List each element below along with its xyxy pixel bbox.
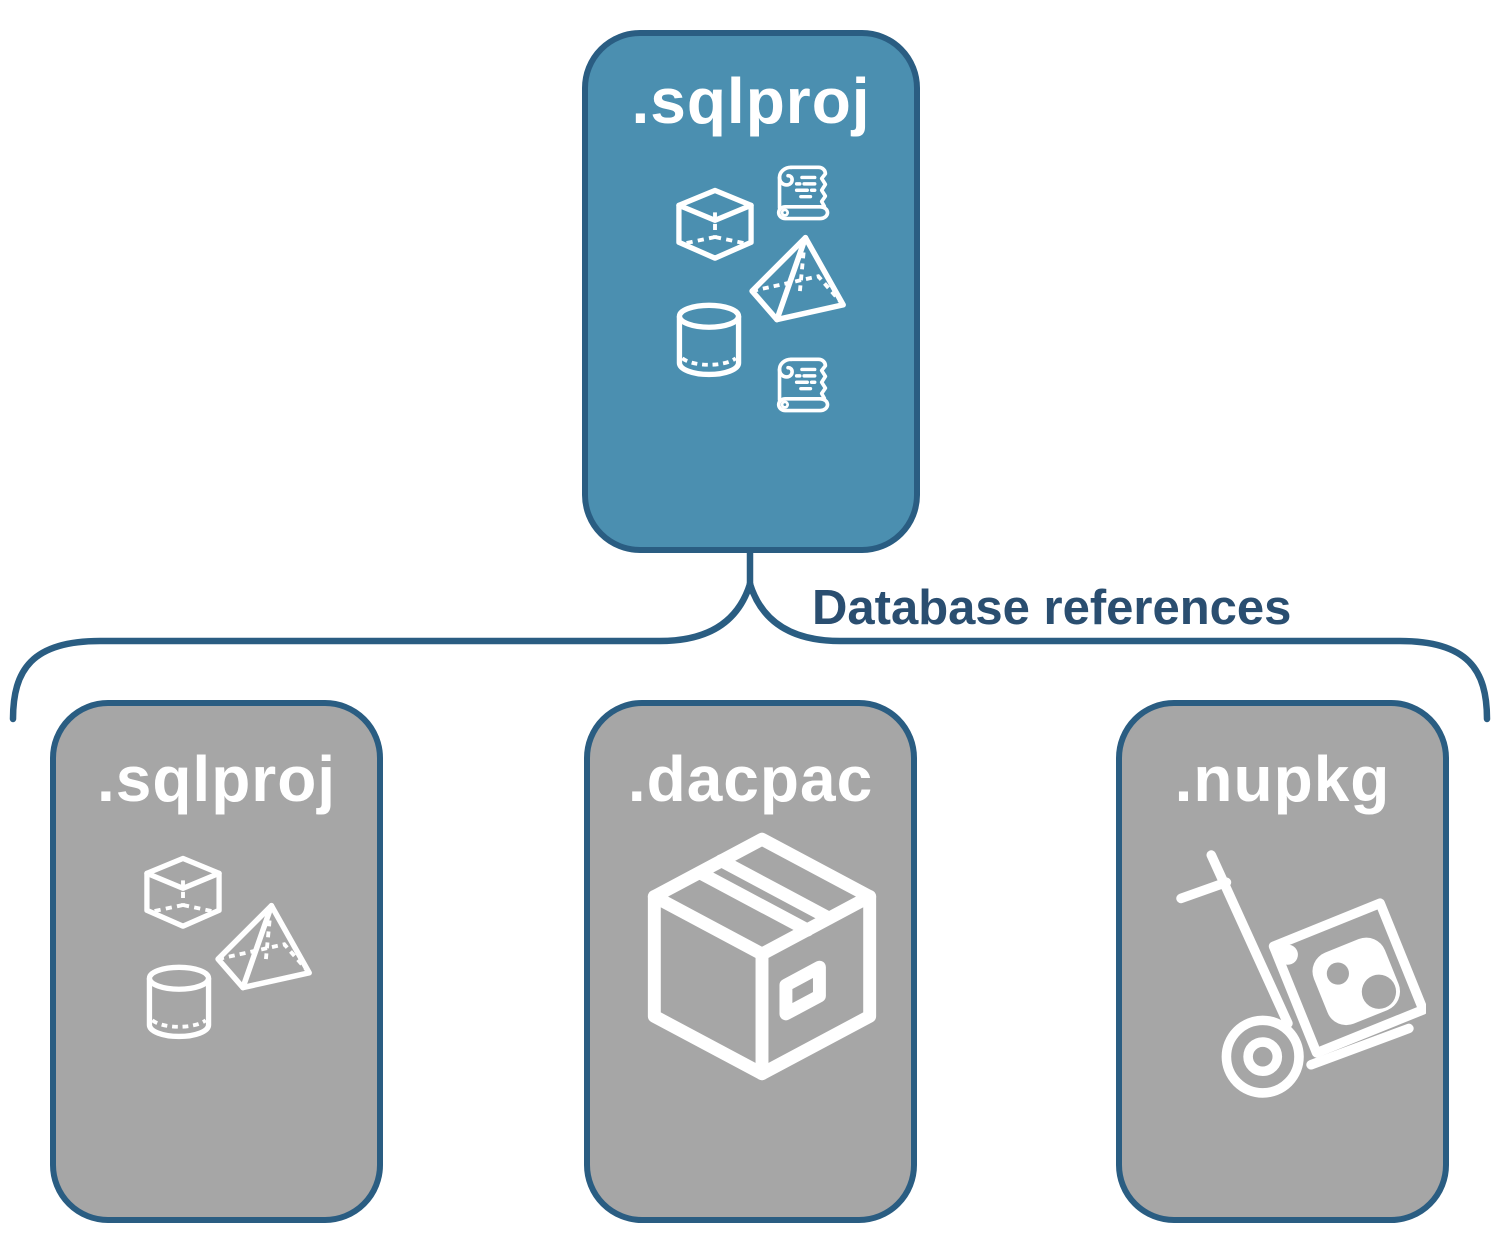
card-sqlproj-parent: .sqlproj	[582, 30, 920, 553]
package-box-icon	[642, 832, 882, 1100]
card-dacpac: .dacpac	[584, 700, 917, 1223]
cylinder-icon	[674, 302, 744, 384]
card-title-sqlproj-child: .sqlproj	[96, 743, 337, 815]
cube-icon	[670, 186, 760, 274]
card-title-nupkg: .nupkg	[1174, 743, 1391, 815]
card-sqlproj-child: .sqlproj	[50, 700, 383, 1223]
pyramid-icon	[748, 234, 850, 326]
pyramid-icon	[214, 902, 316, 994]
card-title-sqlproj-parent: .sqlproj	[631, 65, 871, 137]
cylinder-icon	[144, 964, 214, 1046]
scroll-icon	[770, 354, 836, 418]
hand-truck-icon	[1174, 848, 1426, 1100]
card-nupkg: .nupkg	[1116, 700, 1449, 1223]
card-title-dacpac: .dacpac	[627, 743, 874, 815]
connector-label: Database references	[812, 581, 1292, 635]
scroll-icon	[770, 162, 836, 226]
